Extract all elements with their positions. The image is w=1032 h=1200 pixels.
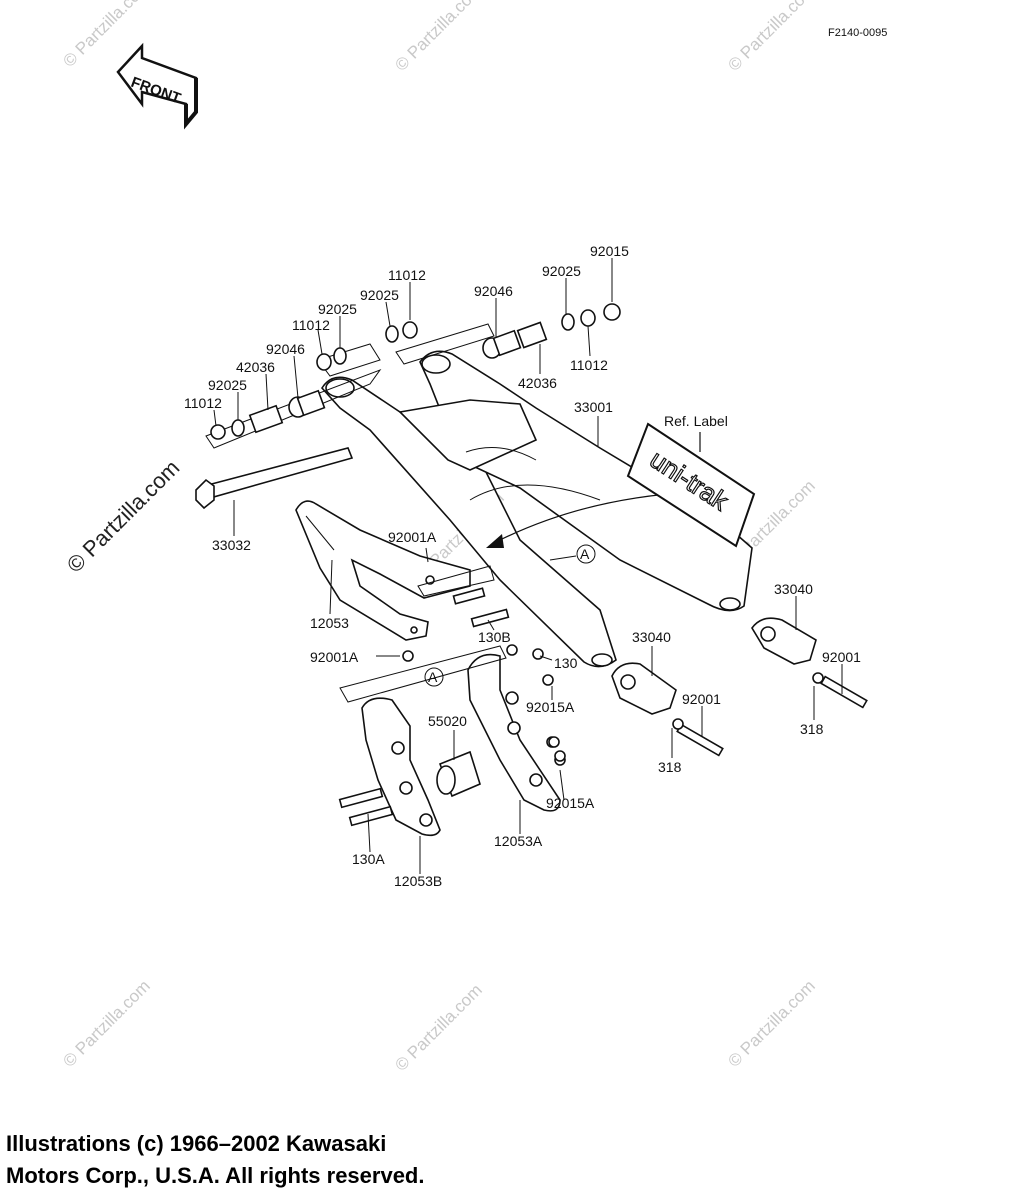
label-11012-low: 11012 bbox=[184, 395, 222, 411]
plate-12053B bbox=[338, 697, 441, 837]
marker-a-1: A bbox=[580, 546, 590, 562]
label-92015-top: 92015 bbox=[590, 243, 629, 259]
watermark-8: © Partzilla.com bbox=[724, 976, 818, 1070]
label-11012-mid: 11012 bbox=[292, 317, 330, 333]
label-55020: 55020 bbox=[428, 713, 467, 729]
label-92001-l: 92001 bbox=[682, 691, 721, 707]
label-92025-top-l: 92025 bbox=[360, 287, 399, 303]
label-92001A-top: 92001A bbox=[388, 529, 437, 545]
label-92046-l: 92046 bbox=[266, 341, 305, 357]
label-12053B: 12053B bbox=[394, 873, 442, 889]
label-92001-r: 92001 bbox=[822, 649, 861, 665]
watermark-3: © Partzilla.com bbox=[724, 0, 818, 75]
swingarm-33001 bbox=[321, 350, 753, 668]
part-labels: 92015 92025 92046 11012 92025 92025 1101… bbox=[184, 243, 861, 889]
watermark-large: © Partzilla.com bbox=[62, 455, 185, 578]
label-318-l: 318 bbox=[658, 759, 682, 775]
label-92001A-low: 92001A bbox=[310, 649, 359, 665]
pivot-shaft-33032 bbox=[195, 447, 354, 510]
copyright-line-2: Motors Corp., U.S.A. All rights reserved… bbox=[6, 1163, 425, 1188]
pivot-hardware-left bbox=[205, 321, 418, 449]
bracket-33040-left bbox=[611, 662, 724, 757]
ref-label-caption: Ref. Label bbox=[664, 413, 728, 429]
watermark-7: © Partzilla.com bbox=[391, 980, 485, 1074]
label-92025-low: 92025 bbox=[208, 377, 247, 393]
marker-a-2: A bbox=[428, 669, 438, 685]
label-92046-r: 92046 bbox=[474, 283, 513, 299]
front-arrow-icon: FRONT bbox=[116, 42, 198, 130]
label-42036-l: 42036 bbox=[236, 359, 275, 375]
label-33032: 33032 bbox=[212, 537, 251, 553]
label-33040-r: 33040 bbox=[774, 581, 813, 597]
nuts-92015A bbox=[542, 674, 566, 762]
leader-lines bbox=[213, 258, 843, 874]
pivot-hardware-right bbox=[395, 303, 621, 365]
watermark-6: © Partzilla.com bbox=[59, 976, 153, 1070]
label-92025-mid: 92025 bbox=[318, 301, 357, 317]
bolts-130 bbox=[402, 587, 544, 662]
label-130A: 130A bbox=[352, 851, 385, 867]
copyright-notice: Illustrations (c) 1966–2002 Kawasaki Mot… bbox=[6, 1128, 424, 1192]
label-130: 130 bbox=[554, 655, 578, 671]
marker-a-circle-2 bbox=[424, 667, 444, 687]
copyright-line-1: Illustrations (c) 1966–2002 Kawasaki bbox=[6, 1131, 387, 1156]
spacer-55020 bbox=[436, 750, 481, 798]
label-33040-l: 33040 bbox=[632, 629, 671, 645]
marker-a-circle-1 bbox=[576, 544, 596, 564]
label-12053A: 12053A bbox=[494, 833, 543, 849]
label-92025-top-r: 92025 bbox=[542, 263, 581, 279]
outline-parallelograms bbox=[339, 565, 507, 703]
bracket-33040-right bbox=[751, 617, 868, 709]
plate-12053A bbox=[467, 653, 566, 812]
watermark-2: © Partzilla.com bbox=[391, 0, 485, 75]
label-92015A-low: 92015A bbox=[546, 795, 595, 811]
label-92015A-top: 92015A bbox=[526, 699, 575, 715]
figure-code: F2140-0095 bbox=[828, 27, 887, 39]
label-42036-r: 42036 bbox=[518, 375, 557, 391]
label-11012-top: 11012 bbox=[388, 267, 426, 283]
label-130B: 130B bbox=[478, 629, 511, 645]
label-11012-r: 11012 bbox=[570, 357, 608, 373]
label-12053: 12053 bbox=[310, 615, 349, 631]
label-318-r: 318 bbox=[800, 721, 824, 737]
label-33001: 33001 bbox=[574, 399, 613, 415]
chain-guard-12053 bbox=[295, 500, 471, 641]
